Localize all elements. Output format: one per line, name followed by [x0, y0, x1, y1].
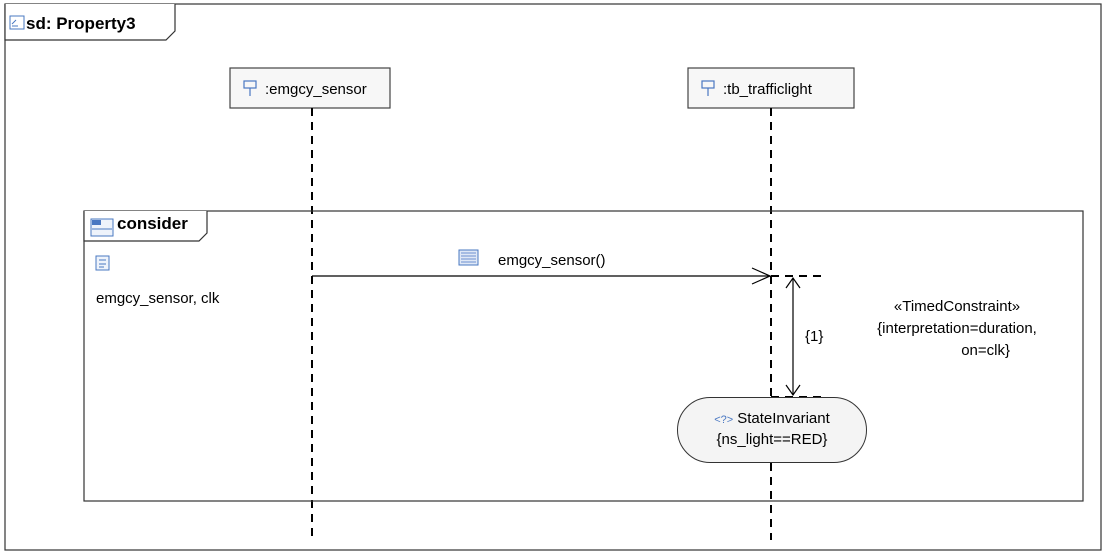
state-invariant[interactable]: <?>StateInvariant {ns_light==RED} — [677, 397, 867, 463]
interaction-frame-icon — [9, 15, 25, 30]
lifeline-icon — [243, 80, 257, 96]
constraint-spec-line2: on=clk} — [961, 342, 1010, 359]
state-invariant-header: <?>StateInvariant — [678, 409, 866, 430]
state-invariant-title: StateInvariant — [737, 410, 830, 427]
combined-fragment-icon — [90, 218, 114, 237]
lifeline-icon — [701, 80, 715, 96]
fragment-operator-label: consider — [117, 214, 188, 233]
lifeline-head-emgcy-sensor[interactable] — [229, 67, 391, 109]
operand-icon — [95, 255, 110, 271]
frame-title: sd: Property3 — [26, 14, 136, 33]
state-invariant-icon: <?> — [714, 414, 734, 426]
interaction-frame — [4, 3, 1102, 551]
constraint-stereotype: «TimedConstraint» — [893, 298, 1021, 315]
fragment-considered-messages: emgcy_sensor, clk — [96, 290, 220, 307]
duration-arrowhead-bottom — [785, 384, 801, 397]
message-label[interactable]: emgcy_sensor() — [498, 252, 606, 269]
frame-title-tab — [4, 4, 176, 41]
lifeline-label-tb-trafficlight[interactable]: :tb_trafficlight — [723, 81, 812, 98]
fragment-title-tab — [83, 211, 208, 242]
combined-fragment-consider[interactable] — [83, 210, 1084, 502]
lifeline-label-emgcy-sensor[interactable]: :emgcy_sensor — [265, 81, 367, 98]
state-invariant-constraint: {ns_light==RED} — [716, 431, 828, 448]
message-arrowhead — [751, 267, 772, 285]
message-icon — [458, 249, 479, 266]
constraint-spec-line1: {interpretation=duration, — [877, 320, 1037, 337]
duration-arrowhead-top — [785, 276, 801, 289]
timed-constraint-note: «TimedConstraint» {interpretation=durati… — [852, 296, 1062, 362]
duration-constraint-value[interactable]: {1} — [805, 328, 824, 345]
lifeline-head-tb-trafficlight[interactable] — [687, 67, 855, 109]
